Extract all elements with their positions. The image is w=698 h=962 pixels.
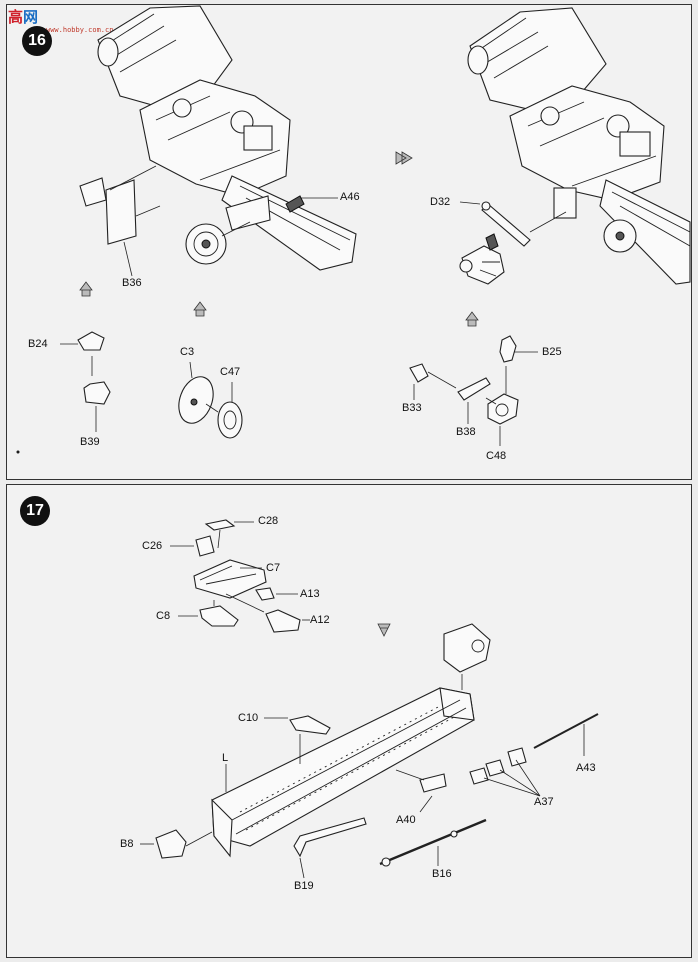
label-d32: D32 xyxy=(430,196,451,208)
label-a37: A37 xyxy=(534,796,554,808)
label-a13: A13 xyxy=(300,588,320,600)
label-c48: C48 xyxy=(486,450,507,462)
parts-b25-b33-b38-c48 xyxy=(409,335,538,446)
right-arrow-icon xyxy=(395,151,413,165)
label-a40: A40 xyxy=(396,814,416,826)
watermark-logo: 高网 xyxy=(8,8,39,26)
label-b8: B8 xyxy=(120,838,134,850)
label-c7: C7 xyxy=(266,562,281,574)
up-arrow-icon xyxy=(79,281,93,297)
label-b16: B16 xyxy=(432,868,452,880)
parts-b24-b39 xyxy=(60,331,111,432)
label-c8: C8 xyxy=(156,610,171,622)
label-c10: C10 xyxy=(238,712,259,724)
label-b33: B33 xyxy=(402,402,422,414)
step-16-badge: 16 xyxy=(22,26,52,56)
label-b19: B19 xyxy=(294,880,314,892)
label-b38: B38 xyxy=(456,426,476,438)
label-c28: C28 xyxy=(258,515,279,527)
label-c26: C26 xyxy=(142,540,163,552)
down-arrow-icon xyxy=(377,623,391,637)
up-arrow-icon xyxy=(465,311,479,327)
label-l: L xyxy=(222,752,229,764)
watermark-url: www.hobby.com.cn xyxy=(46,26,114,34)
step-17-badge: 17 xyxy=(20,496,50,526)
label-b24: B24 xyxy=(28,338,48,350)
up-arrow-icon xyxy=(193,301,207,317)
label-b39: B39 xyxy=(80,436,100,448)
label-a43: A43 xyxy=(576,762,596,774)
label-a12: A12 xyxy=(310,614,330,626)
label-c3: C3 xyxy=(180,346,195,358)
gun-assembly-right xyxy=(459,7,691,285)
main-frame xyxy=(140,623,599,879)
parts-c3-c47 xyxy=(178,361,243,439)
label-b25: B25 xyxy=(542,346,562,358)
label-a46: A46 xyxy=(340,191,360,203)
sub-assembly-top xyxy=(170,519,310,633)
label-b36: B36 xyxy=(122,277,142,289)
label-c47: C47 xyxy=(220,366,241,378)
gun-assembly-left xyxy=(79,5,357,277)
